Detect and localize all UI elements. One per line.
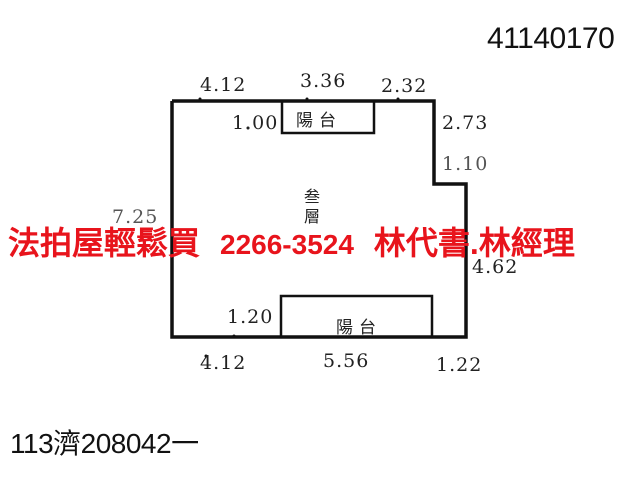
top-balcony-outline	[280, 99, 376, 135]
advertisement-banner: 法拍屋輕鬆買 2266-3524 林代書.林經理	[8, 218, 575, 264]
dimension-bottom-right: 1.22	[436, 354, 483, 376]
dimension-top-middle: 3.36	[300, 70, 347, 92]
bottom-balcony-depth: 1.20	[227, 306, 274, 328]
dimension-right-upper: 2.73	[442, 112, 489, 134]
ad-text: 法拍屋輕鬆買	[8, 225, 201, 261]
ad-contact: 林代書.林經理	[373, 225, 575, 261]
outer-wall	[170, 99, 468, 339]
bottom-balcony-label: 陽台	[336, 318, 382, 338]
dimension-top-left: 4.12	[200, 74, 247, 96]
case-number: 113濟208042一	[10, 428, 199, 459]
dimension-bottom-left: 4.12	[200, 352, 247, 374]
dimension-top-right: 2.32	[381, 75, 428, 97]
room-label: 叁層	[301, 188, 320, 228]
top-balcony-label: 陽台	[296, 111, 342, 131]
dimension-right-notch: 1.10	[442, 153, 489, 175]
document-number: 41140170	[487, 22, 615, 55]
bottom-balcony-outline	[279, 294, 434, 337]
dimension-left: 7.25	[112, 206, 159, 228]
top-balcony-depth: 1.00	[232, 112, 279, 134]
dimension-bottom-middle: 5.56	[323, 350, 370, 372]
ad-phone: 2266-3524	[220, 229, 354, 260]
dimension-right-lower: 4.62	[472, 256, 519, 278]
